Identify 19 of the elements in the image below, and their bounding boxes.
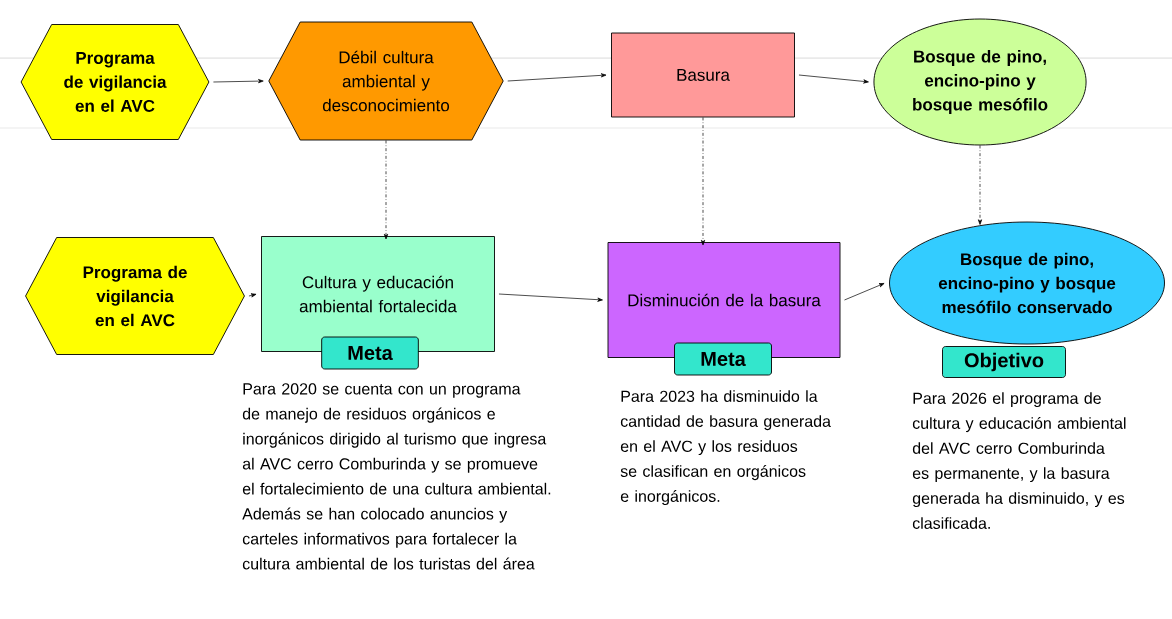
arrow — [248, 293, 257, 298]
arrow — [383, 140, 389, 240]
arrow — [213, 79, 264, 84]
hexagon: Programa de vigilancia en el AVC — [20, 24, 210, 140]
arrow — [798, 74, 869, 84]
objective-badge: Objetivo — [942, 346, 1066, 378]
meta-badge: Meta — [321, 336, 419, 370]
paragraph: Para 2026 el programa de cultura y educación ambiental del AVC cerro Comburinda es permanente, y la basura generada ha disminuido, y es clasificada. — [912, 392, 1126, 529]
arrow — [507, 73, 607, 82]
arrow — [498, 293, 603, 302]
hexagon: Débil cultura ambiental y desconocimiento — [268, 21, 504, 141]
paragraph: Para 2020 se cuenta con un programa de manejo de residuos orgánicos e inorgánicos dirigido al turismo que ingresa al AVC cerro Comburinda y se promueve el fortalecimiento de una cultura ambiental. Además se han colocado anuncios y carteles informativos para fortalecer la cultura ambiental de los turistas del área — [242, 383, 551, 570]
arrow — [977, 145, 983, 225]
arrow — [844, 283, 885, 301]
arrow — [700, 117, 706, 246]
paragraph: Para 2023 ha disminuido la cantidad de basura generada en el AVC y los residuos se clasifican en orgánicos e inorgánicos. — [620, 390, 831, 506]
process-box: Basura — [611, 32, 795, 118]
hexagon: Programa de vigilancia en el AVC — [25, 237, 245, 355]
meta-badge: Meta — [674, 342, 772, 376]
